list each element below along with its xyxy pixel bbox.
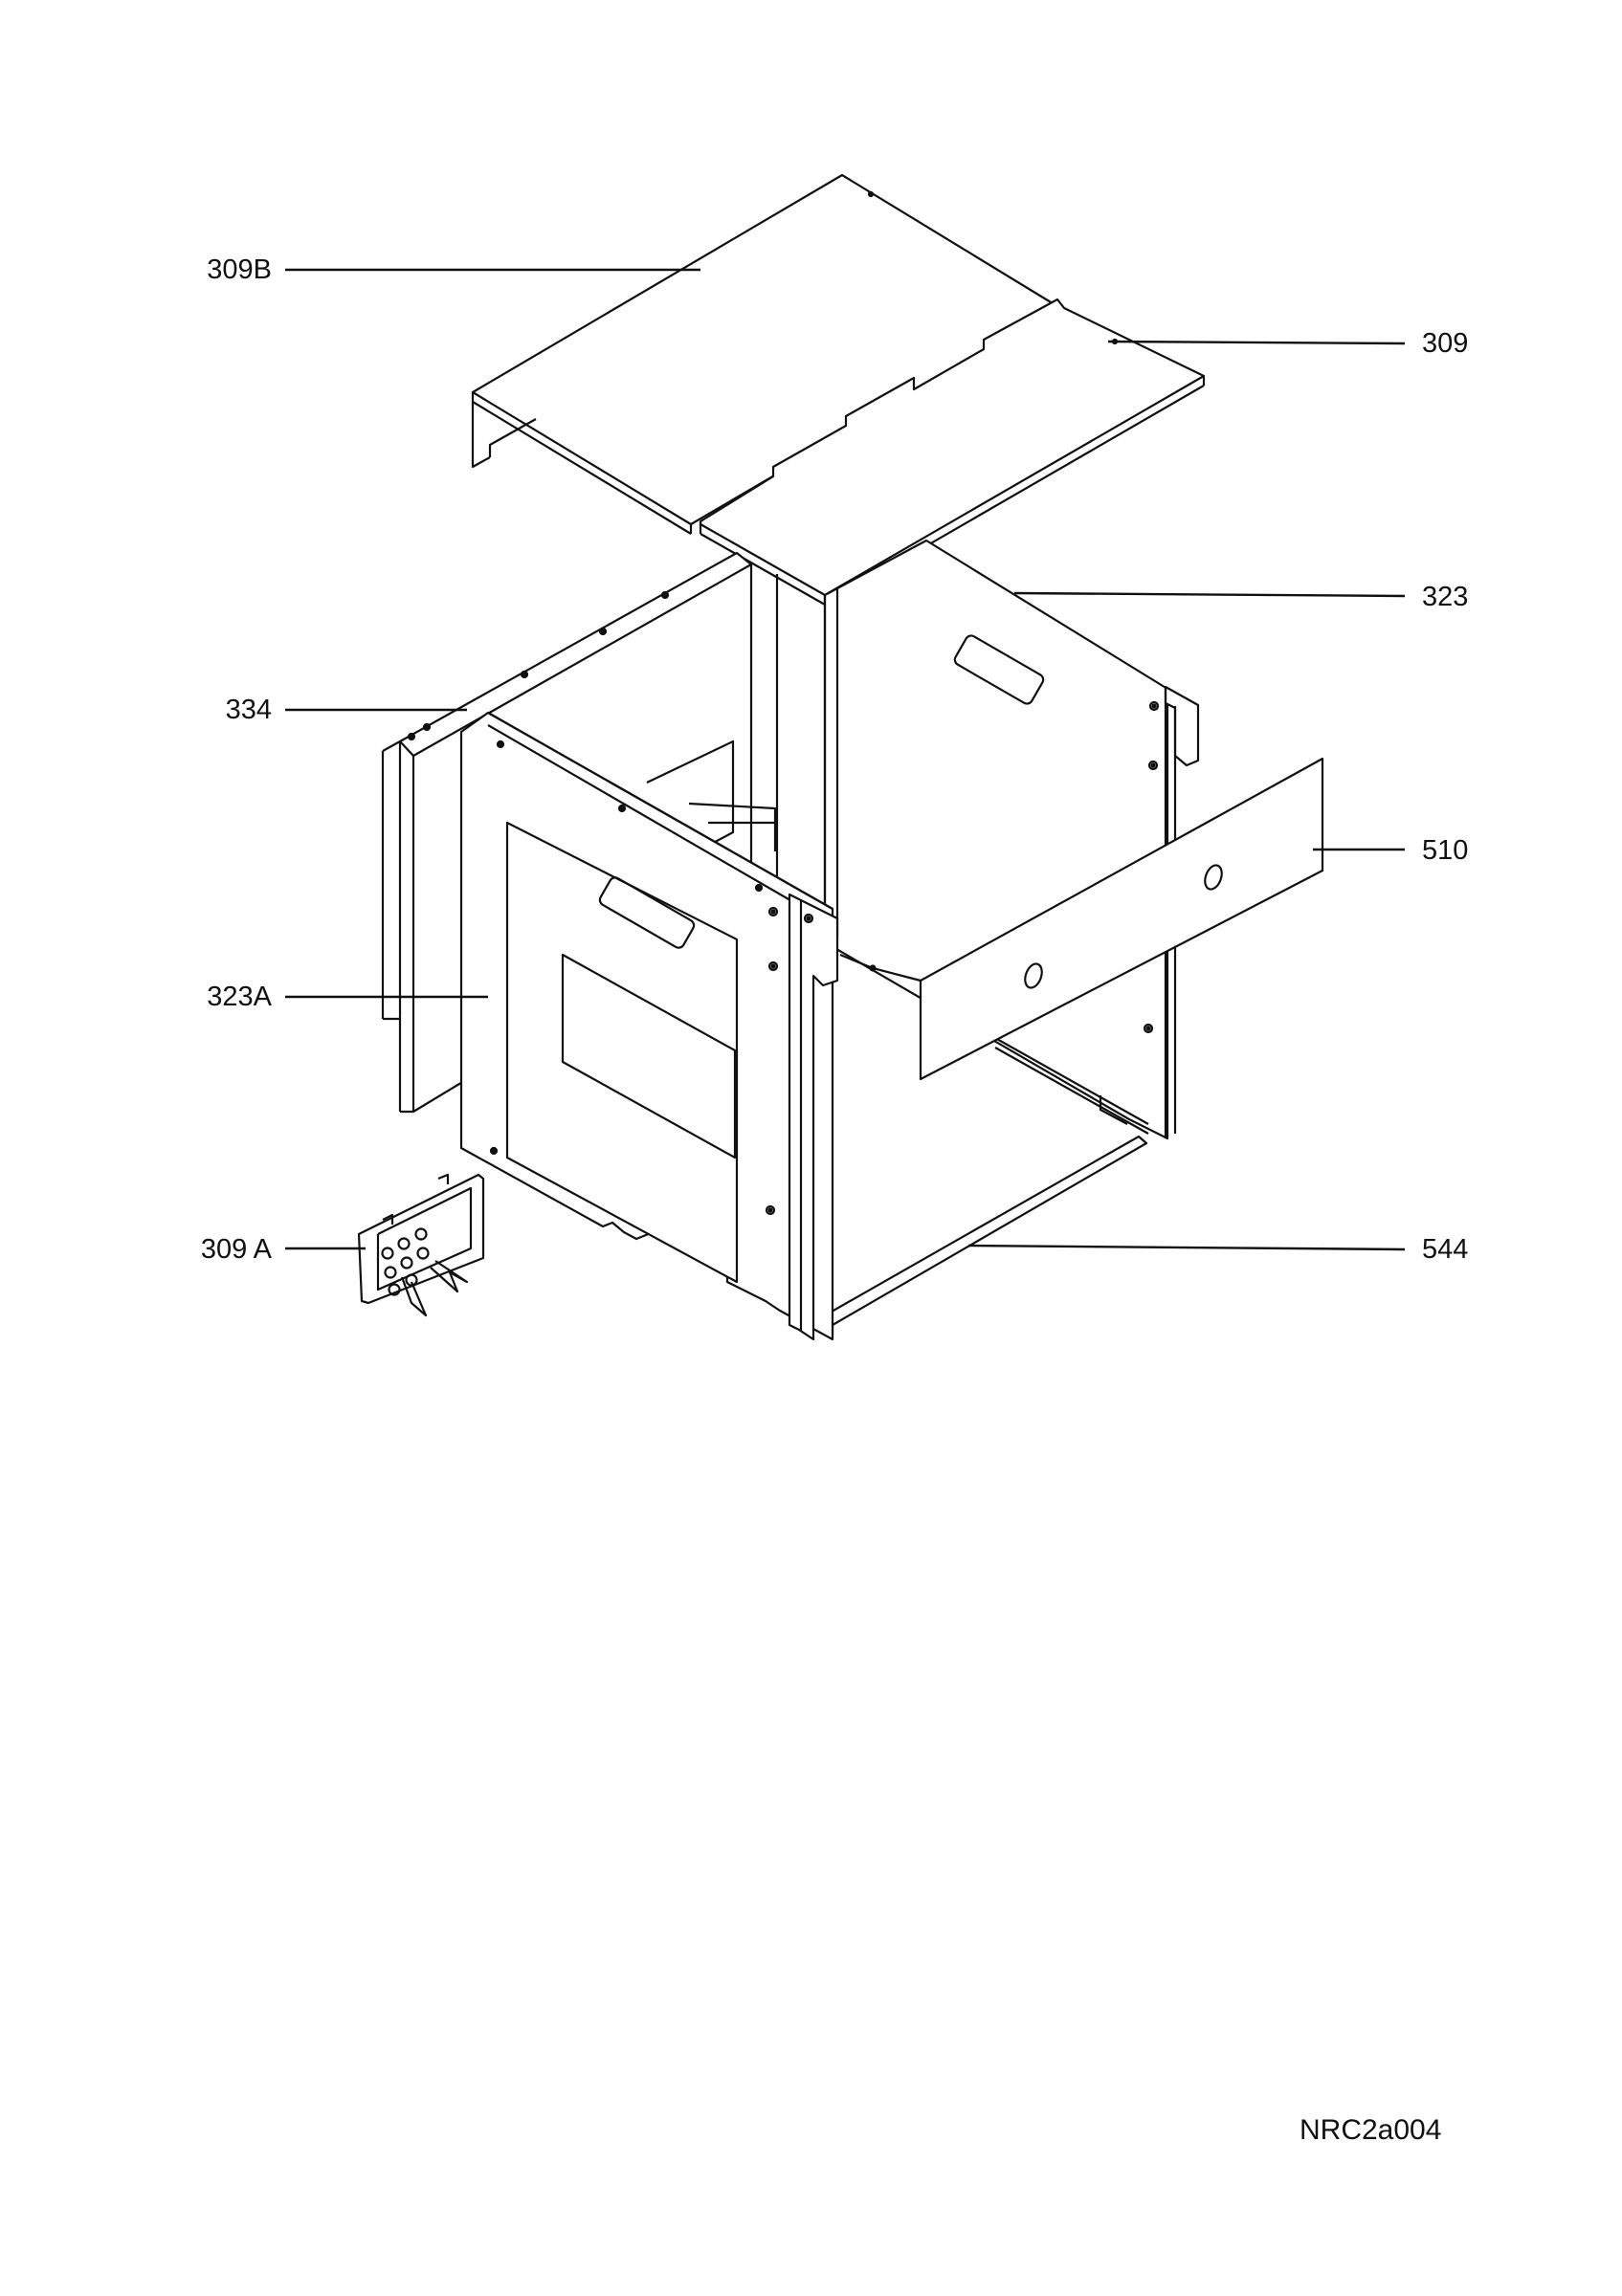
leader-309 xyxy=(1107,340,1406,345)
label-309: 309 xyxy=(1422,328,1469,359)
top-panel-309b xyxy=(471,173,1062,535)
top-panel-309 xyxy=(699,298,1206,606)
side-panel-323 xyxy=(823,539,1200,1140)
label-309b: 309B xyxy=(207,254,272,285)
leader-lines xyxy=(285,268,1406,1251)
label-323: 323 xyxy=(1422,582,1469,612)
label-334: 334 xyxy=(225,695,272,725)
label-510: 510 xyxy=(1422,835,1469,866)
label-323a: 323A xyxy=(207,982,272,1012)
label-309a: 309 A xyxy=(200,1234,272,1265)
bracket-309a xyxy=(357,1173,485,1317)
label-544: 544 xyxy=(1422,1234,1469,1265)
side-panel-323a xyxy=(459,711,839,1341)
front-strip-510 xyxy=(839,757,1324,1081)
leader-323 xyxy=(1013,591,1406,598)
drawing-code: NRC2a004 xyxy=(1300,2114,1442,2146)
leader-544 xyxy=(967,1244,1406,1251)
